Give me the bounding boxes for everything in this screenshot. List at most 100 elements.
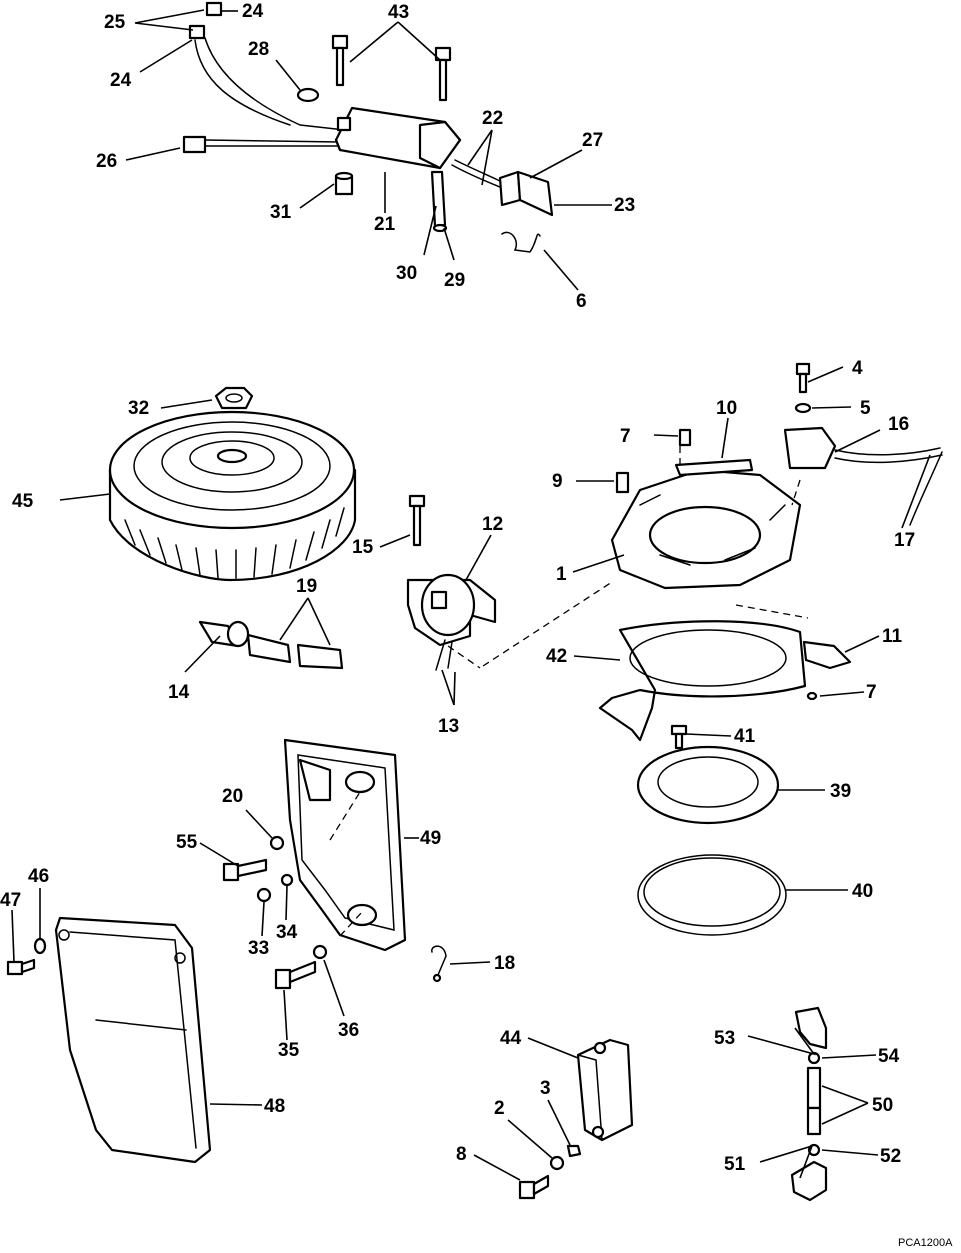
callout-36: 36 bbox=[338, 1020, 359, 1041]
callout-10: 10 bbox=[716, 398, 737, 419]
callout-1: 1 bbox=[556, 564, 567, 585]
callout-18: 18 bbox=[494, 953, 515, 974]
lockwasher-20-part bbox=[269, 835, 285, 851]
bolt-43-right-part bbox=[434, 46, 452, 102]
callout-35: 35 bbox=[278, 1040, 300, 1061]
callout-45: 45 bbox=[12, 491, 34, 512]
leader-lines bbox=[11, 9, 931, 1181]
wire-50-part bbox=[806, 1066, 822, 1136]
callout-40: 40 bbox=[852, 881, 873, 902]
bolt-15-part bbox=[408, 494, 426, 547]
callout-33: 33 bbox=[248, 938, 269, 959]
callout-52: 52 bbox=[880, 1146, 901, 1167]
boot-53-part bbox=[794, 1006, 828, 1050]
callout-13: 13 bbox=[438, 716, 459, 737]
dashed-connectors bbox=[329, 446, 809, 937]
callout-6: 6 bbox=[576, 291, 587, 312]
support-ring-39-part bbox=[636, 745, 780, 825]
terminals-13-part bbox=[435, 639, 453, 671]
ring-terminal-26-part bbox=[182, 135, 207, 154]
diagram-code: PCA1200A bbox=[898, 1237, 953, 1249]
callout-54: 54 bbox=[878, 1046, 900, 1067]
nut-36-part bbox=[312, 944, 328, 960]
callout-3: 3 bbox=[540, 1078, 551, 1099]
callout-41: 41 bbox=[734, 726, 756, 747]
bracket-11-part bbox=[802, 640, 852, 701]
terminal-29-30-part bbox=[430, 170, 448, 233]
callout-7-top: 7 bbox=[620, 426, 631, 447]
armature-plate-part bbox=[610, 428, 802, 590]
callout-30: 30 bbox=[396, 263, 417, 284]
callout-7-bottom: 7 bbox=[866, 682, 877, 703]
spade-connector-25-part bbox=[188, 1, 223, 40]
callout-34: 34 bbox=[276, 922, 298, 943]
callout-28: 28 bbox=[248, 39, 269, 60]
connector-14-part bbox=[198, 620, 250, 648]
screw-8-part bbox=[518, 1174, 550, 1200]
screw-41-part bbox=[670, 724, 688, 750]
screw-33-part bbox=[256, 887, 272, 903]
callout-17: 17 bbox=[894, 530, 915, 551]
lockwasher-2-part bbox=[549, 1155, 565, 1171]
screw-55-part bbox=[222, 858, 268, 882]
retainer-plate-42-part bbox=[598, 620, 807, 742]
charge-coil-12-part bbox=[406, 573, 497, 647]
callout-4: 4 bbox=[852, 358, 863, 379]
callout-50: 50 bbox=[872, 1095, 893, 1116]
clip-6-part bbox=[501, 231, 541, 253]
callout-31: 31 bbox=[270, 202, 292, 223]
sleeve-31-part bbox=[334, 171, 354, 196]
callout-5: 5 bbox=[860, 398, 871, 419]
callout-46: 46 bbox=[28, 866, 49, 887]
boot-51-part bbox=[790, 1160, 828, 1202]
clamp-18-part bbox=[431, 945, 447, 983]
nut-32-part bbox=[214, 386, 254, 410]
power-pack-part bbox=[194, 37, 503, 188]
callout-53: 53 bbox=[714, 1028, 735, 1049]
callout-51: 51 bbox=[724, 1154, 746, 1175]
mounting-bracket-part bbox=[283, 738, 407, 952]
retaining-ring-40-part bbox=[637, 854, 787, 936]
callout-25: 25 bbox=[104, 12, 126, 33]
callout-15: 15 bbox=[352, 537, 374, 558]
washer-46-part bbox=[33, 937, 47, 955]
callout-29: 29 bbox=[444, 270, 465, 291]
callout-24-left: 24 bbox=[110, 70, 132, 91]
callout-2: 2 bbox=[494, 1098, 505, 1119]
callout-21: 21 bbox=[374, 214, 396, 235]
callout-42: 42 bbox=[546, 646, 567, 667]
callout-49: 49 bbox=[420, 828, 441, 849]
flywheel-part bbox=[108, 410, 357, 582]
screw-47-part bbox=[6, 958, 36, 976]
cover-part bbox=[54, 916, 212, 1164]
callout-44: 44 bbox=[500, 1028, 522, 1049]
bolt-43-left-part bbox=[331, 34, 349, 87]
screw-35-part bbox=[274, 960, 317, 990]
callout-12: 12 bbox=[482, 514, 503, 535]
callout-27: 27 bbox=[582, 130, 603, 151]
nut-3-part bbox=[566, 1144, 582, 1158]
screw-9-part bbox=[615, 471, 630, 494]
callout-43: 43 bbox=[388, 2, 409, 23]
callout-16: 16 bbox=[888, 414, 909, 435]
washer-34-part bbox=[280, 873, 294, 887]
callout-32: 32 bbox=[128, 398, 149, 419]
connector-23-part bbox=[498, 170, 554, 217]
callout-24-top: 24 bbox=[242, 1, 264, 22]
callout-48: 48 bbox=[264, 1096, 285, 1117]
callout-23: 23 bbox=[614, 195, 635, 216]
callout-11: 11 bbox=[882, 626, 903, 647]
callout-19: 19 bbox=[296, 576, 317, 597]
rectifier-part bbox=[576, 1038, 634, 1142]
callout-9: 9 bbox=[552, 471, 563, 492]
callout-39: 39 bbox=[830, 781, 851, 802]
callout-14: 14 bbox=[168, 682, 190, 703]
timer-base-16-part bbox=[783, 362, 943, 526]
callout-55: 55 bbox=[176, 832, 198, 853]
callout-47: 47 bbox=[0, 890, 21, 911]
sleeves-19-part bbox=[246, 633, 344, 670]
callout-8: 8 bbox=[456, 1144, 467, 1165]
grommet-28-part bbox=[296, 87, 320, 103]
